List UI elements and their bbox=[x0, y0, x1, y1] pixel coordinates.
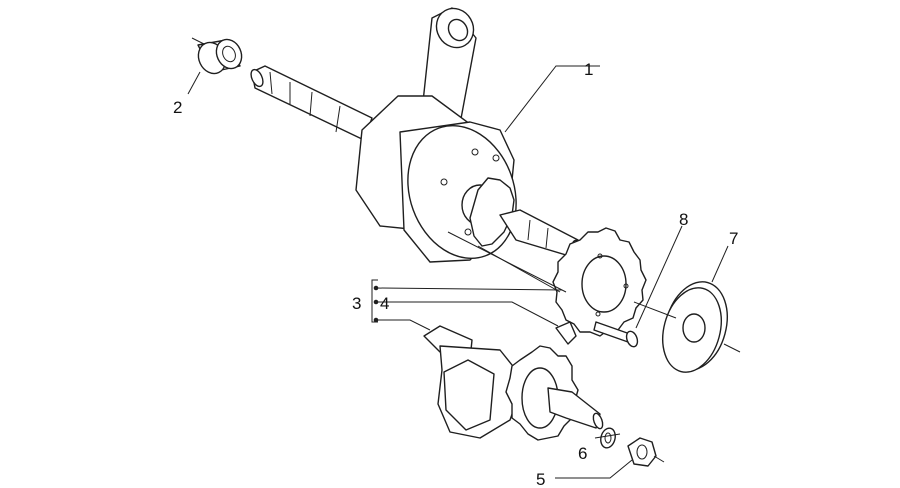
part-washer-large bbox=[662, 281, 728, 373]
part-drive-gear bbox=[552, 227, 647, 337]
part-washer-small bbox=[600, 427, 616, 449]
part-key bbox=[555, 321, 577, 345]
callout-8: 8 bbox=[679, 210, 688, 229]
part-crankshaft-lower bbox=[423, 325, 604, 441]
part-bushing bbox=[191, 37, 243, 75]
callout-4: 4 bbox=[380, 294, 389, 313]
part-crankshaft bbox=[250, 7, 585, 263]
callout-1: 1 bbox=[584, 60, 593, 79]
callout-7: 7 bbox=[729, 229, 738, 248]
leader-lines bbox=[187, 65, 729, 479]
part-nut bbox=[627, 437, 665, 467]
callout-6: 6 bbox=[578, 444, 587, 463]
callout-3: 3 bbox=[352, 294, 361, 313]
callout-2: 2 bbox=[173, 98, 182, 117]
assembly-axes bbox=[447, 231, 677, 319]
part-screw bbox=[593, 321, 639, 348]
callout-5: 5 bbox=[536, 470, 545, 488]
